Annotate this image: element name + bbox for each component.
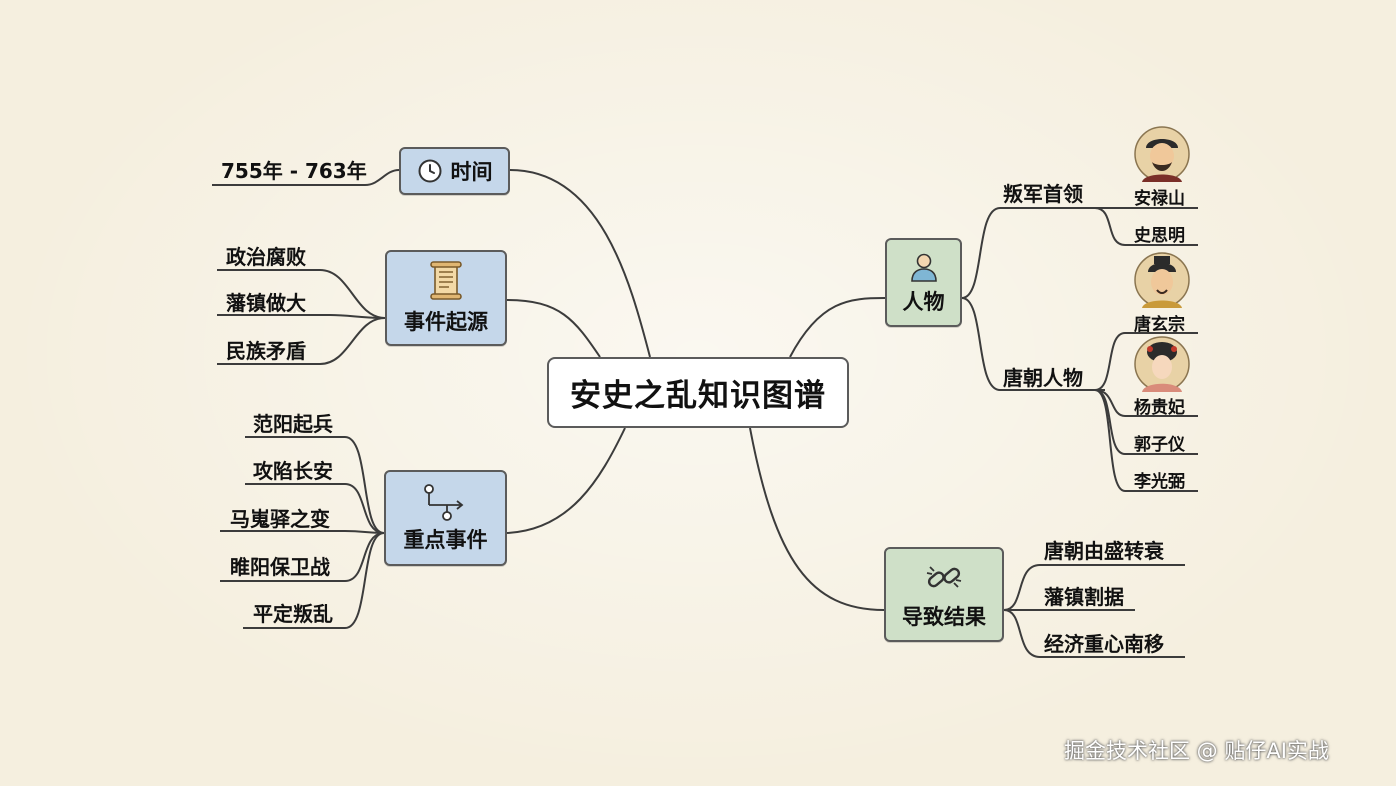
link-origin-3	[217, 317, 386, 365]
people-group-tang: 唐朝人物	[1003, 366, 1083, 390]
events-item-1: 范阳起兵	[253, 412, 333, 436]
person-tang-xuanzong: 唐玄宗	[1134, 315, 1185, 335]
portrait-tang-xuanzong-icon	[1134, 252, 1190, 308]
link-events-2	[245, 483, 385, 534]
branch-origin: 事件起源	[385, 250, 507, 346]
person-li-guangbi: 李光弼	[1134, 472, 1185, 492]
results-item-2: 藩镇割据	[1044, 585, 1124, 609]
events-item-2: 攻陷长安	[253, 459, 333, 483]
link-time-item	[212, 169, 400, 186]
portrait-an-lushan-icon	[1134, 126, 1190, 182]
link-origin-1	[217, 269, 386, 319]
link-events-4	[220, 532, 385, 582]
events-item-3: 马嵬驿之变	[230, 507, 330, 531]
link-events-1	[245, 436, 385, 534]
person-guo-ziyi: 郭子仪	[1134, 435, 1185, 455]
clock-icon	[418, 159, 441, 183]
branch-people-label: 人物	[902, 289, 945, 314]
link-results-3	[1003, 609, 1185, 658]
link-tang-4	[1094, 389, 1198, 492]
portrait-yang-guifei-icon	[1134, 336, 1190, 392]
person-an-lushan: 安禄山	[1134, 189, 1185, 209]
branch-people: 人物	[885, 238, 962, 327]
link-people-rebels	[961, 207, 1105, 299]
link-center-time	[509, 169, 651, 358]
origin-item-3: 民族矛盾	[226, 339, 306, 363]
link-results-1	[1003, 564, 1185, 611]
person-icon	[910, 253, 937, 282]
results-item-3: 经济重心南移	[1044, 632, 1164, 656]
time-item: 755年 - 763年	[221, 159, 367, 183]
link-center-origin	[506, 299, 601, 358]
link-center-events	[506, 427, 626, 534]
events-item-4: 睢阳保卫战	[230, 555, 330, 579]
branch-time-label: 时间	[450, 160, 493, 184]
person-shi-siming: 史思明	[1134, 226, 1185, 246]
link-origin-2	[217, 314, 386, 319]
people-group-rebels: 叛军首领	[1003, 182, 1083, 206]
branch-results: 导致结果	[884, 547, 1004, 642]
branch-origin-label: 事件起源	[404, 310, 488, 334]
events-item-5: 平定叛乱	[253, 602, 333, 626]
link-center-results	[749, 427, 885, 611]
branch-events-label: 重点事件	[403, 528, 488, 552]
origin-item-1: 政治腐败	[226, 245, 306, 269]
flow-branch-icon	[423, 484, 463, 521]
branch-time: 时间	[399, 147, 510, 195]
link-events-5	[243, 532, 385, 629]
link-people-tang	[961, 297, 1105, 391]
branch-results-label: 导致结果	[902, 604, 986, 629]
branch-events: 重点事件	[384, 470, 507, 566]
origin-item-2: 藩镇做大	[226, 291, 306, 315]
watermark: 掘金技术社区 @ 贴仔AI实战	[1064, 739, 1329, 763]
center-title: 安史之乱知识图谱	[547, 357, 849, 428]
broken-chain-icon	[926, 565, 962, 588]
scroll-icon	[430, 261, 462, 300]
results-item-1: 唐朝由盛转衰	[1044, 539, 1164, 563]
link-rebels-2	[1094, 207, 1198, 246]
link-tang-1	[1094, 332, 1198, 391]
person-yang-guifei: 杨贵妃	[1134, 398, 1185, 418]
link-center-people	[789, 297, 886, 358]
